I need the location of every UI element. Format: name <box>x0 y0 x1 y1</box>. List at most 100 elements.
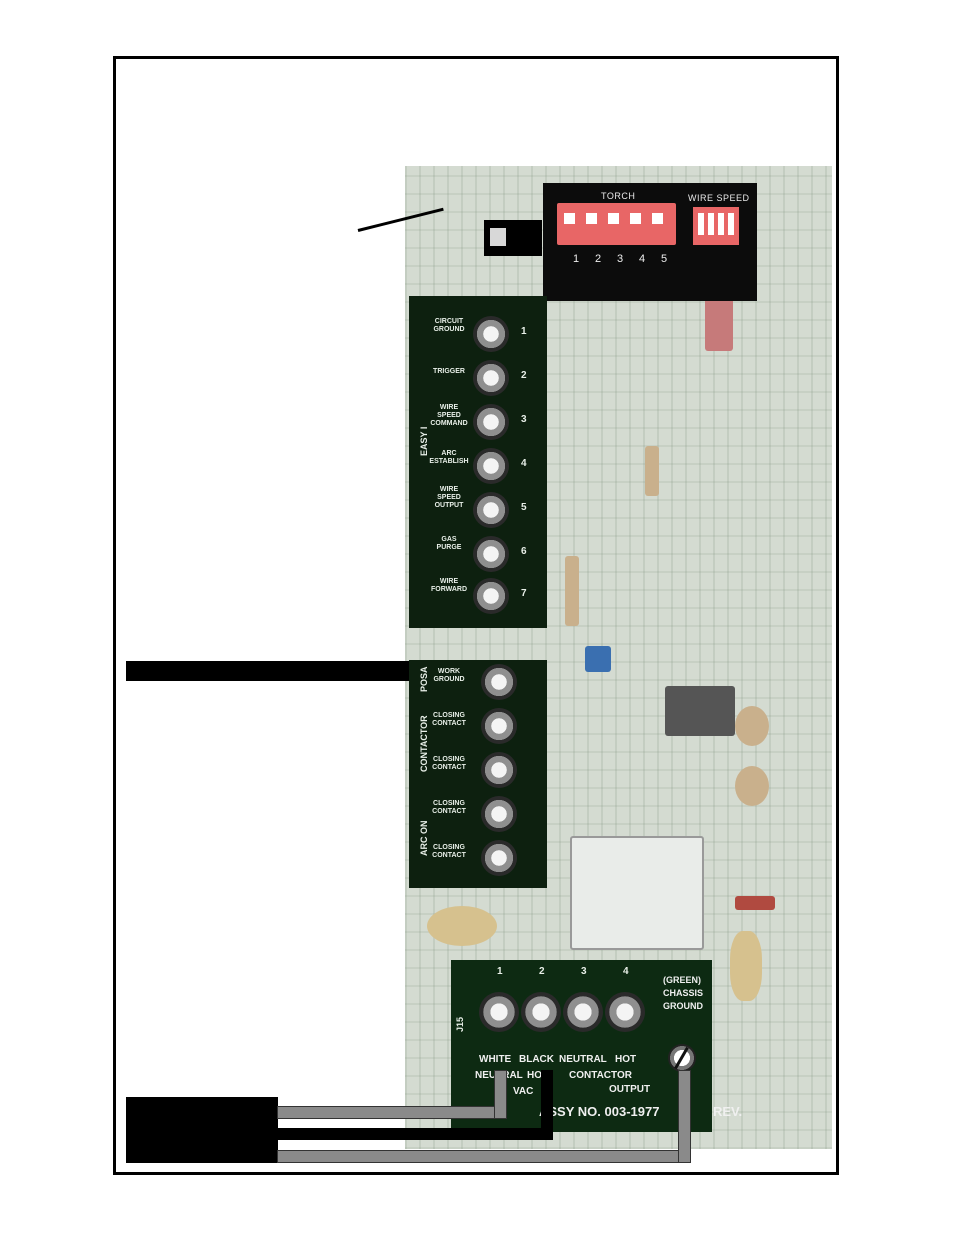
terminal-number: 1 <box>497 966 503 977</box>
dip-toggle[interactable] <box>586 213 597 224</box>
varistor <box>427 906 497 946</box>
wire-black-riser <box>541 1070 553 1140</box>
terminal-label: WIRE SPEED OUTPUT <box>434 486 464 509</box>
wire-speed-dip-switch[interactable] <box>693 207 739 245</box>
terminal-label: GAS PURGE <box>436 536 462 551</box>
easy-group-label: EASY I <box>419 426 429 456</box>
terminal-wire-label: WHITE <box>479 1054 512 1065</box>
terminal-screw[interactable] <box>481 752 517 788</box>
dip-position-number: 4 <box>639 253 646 265</box>
dip-toggle[interactable] <box>608 213 619 224</box>
dip-position-number: 5 <box>661 253 668 265</box>
ground-screw[interactable] <box>668 1044 696 1072</box>
terminal-label: WIRE FORWARD <box>430 578 468 593</box>
wire-speed-label: WIRE SPEED <box>688 193 750 203</box>
ic-chip <box>665 686 735 736</box>
terminal-wire-label: BLACK <box>519 1054 554 1065</box>
terminal-label: CLOSING CONTACT <box>432 800 466 815</box>
terminal-number: 3 <box>521 414 527 425</box>
terminal-screw[interactable] <box>521 992 561 1032</box>
capacitor <box>735 766 769 806</box>
dip-position-number: 1 <box>573 253 580 265</box>
terminal-block-power: 1 2 3 4 J15 (GREEN) CHASSIS GROUND WHITE… <box>451 960 742 1132</box>
dip-toggle[interactable] <box>728 213 734 235</box>
terminal-block-easy: EASY I CIRCUIT GROUND 1 TRIGGER 2 WIRE S… <box>409 296 547 628</box>
terminal-label: CLOSING CONTACT <box>432 756 466 771</box>
j15-label: J15 <box>455 1016 465 1032</box>
terminal-sub-label: HOT <box>527 1070 549 1081</box>
torch-label: TORCH <box>601 191 636 201</box>
wire-ground <box>277 1150 691 1163</box>
resistor <box>565 556 579 626</box>
terminal-wire-label: NEUTRAL <box>559 1054 607 1065</box>
terminal-screw[interactable] <box>481 840 517 876</box>
terminal-label: CLOSING CONTACT <box>432 844 466 859</box>
dip-toggle[interactable] <box>630 213 641 224</box>
dip-position-number: 2 <box>595 253 602 265</box>
varistor <box>730 931 762 1001</box>
terminal-screw[interactable] <box>473 536 509 572</box>
capacitor <box>735 706 769 746</box>
dip-toggle[interactable] <box>708 213 714 235</box>
terminal-screw[interactable] <box>473 578 509 614</box>
terminal-number: 4 <box>521 458 527 469</box>
slide-switch-knob[interactable] <box>490 228 506 246</box>
dip-toggle[interactable] <box>698 213 704 235</box>
wire-ground-riser <box>678 1070 691 1163</box>
terminal-screw[interactable] <box>481 796 517 832</box>
terminal-screw[interactable] <box>479 992 519 1032</box>
terminal-number: 5 <box>521 502 527 513</box>
terminal-number: 7 <box>521 588 527 599</box>
terminal-number: 3 <box>581 966 587 977</box>
callout-box <box>126 1097 278 1163</box>
slide-switch[interactable] <box>484 220 542 256</box>
terminal-label: WIRE SPEED COMMAND <box>430 404 468 427</box>
terminal-screw[interactable] <box>605 992 645 1032</box>
wire-black <box>277 1128 553 1140</box>
dip-switch-panel: TORCH WIRE SPEED 1 2 3 4 5 <box>543 183 757 301</box>
terminal-screw[interactable] <box>473 360 509 396</box>
callout-bar <box>126 661 414 681</box>
resistor <box>645 446 659 496</box>
terminal-label: CIRCUIT GROUND <box>433 318 465 333</box>
terminal-screw[interactable] <box>563 992 603 1032</box>
terminal-number: 2 <box>521 370 527 381</box>
terminal-screw[interactable] <box>473 448 509 484</box>
posa-group-label: POSA <box>419 666 429 692</box>
terminal-label: TRIGGER <box>433 368 465 375</box>
chassis-ground-label: (GREEN) CHASSIS GROUND <box>663 975 704 1011</box>
terminal-block-contactor: POSA CONTACTOR ARC ON WORK GROUND CLOSIN… <box>409 660 547 888</box>
assembly-number: ASSY NO. 003-1977 <box>539 1104 660 1119</box>
terminal-label: ARC ESTABLISH <box>429 450 469 465</box>
trimmer <box>585 646 611 672</box>
torch-dip-switch[interactable] <box>557 203 676 245</box>
terminal-screw[interactable] <box>481 708 517 744</box>
diagram-frame <box>113 56 839 1175</box>
terminal-number: 6 <box>521 546 527 557</box>
terminal-sub-label: CONTACTOR <box>569 1070 632 1081</box>
terminal-label: CLOSING CONTACT <box>432 712 466 727</box>
terminal-screw[interactable] <box>481 664 517 700</box>
dip-toggle[interactable] <box>564 213 575 224</box>
vac-label: VAC <box>513 1086 534 1097</box>
arc-on-group-label: ARC ON <box>419 820 429 857</box>
terminal-wire-label: HOT <box>615 1054 637 1065</box>
dip-toggle[interactable] <box>718 213 724 235</box>
revision-label: REV. <box>713 1104 743 1119</box>
resistor <box>705 291 733 351</box>
dip-toggle[interactable] <box>652 213 663 224</box>
terminal-screw[interactable] <box>473 492 509 528</box>
terminal-label: WORK GROUND <box>433 668 465 683</box>
terminal-screw[interactable] <box>473 404 509 440</box>
terminal-number: 4 <box>623 966 629 977</box>
contactor-group-label: CONTACTOR <box>419 715 429 772</box>
relay <box>570 836 704 950</box>
wire-white <box>277 1106 506 1119</box>
terminal-number: 2 <box>539 966 545 977</box>
wire-white-riser <box>494 1070 507 1119</box>
dip-position-number: 3 <box>617 253 624 265</box>
resistor <box>735 896 775 910</box>
terminal-screw[interactable] <box>473 316 509 352</box>
terminal-sub-label: OUTPUT <box>609 1084 651 1095</box>
terminal-number: 1 <box>521 326 527 337</box>
